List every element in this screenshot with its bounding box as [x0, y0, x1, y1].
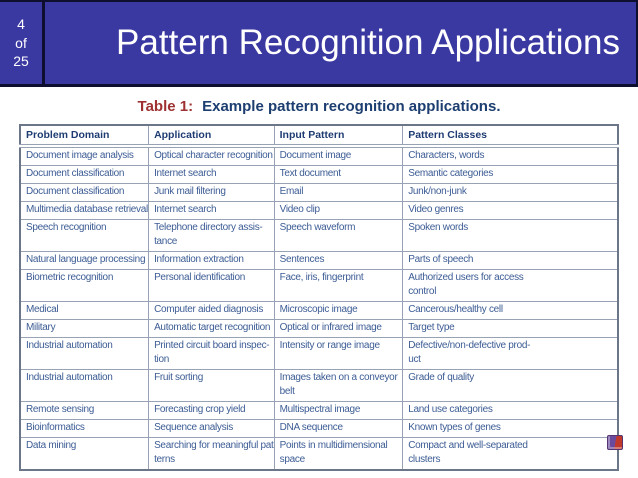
cell-pattern-classes: Cancerous/healthy cell: [402, 301, 619, 320]
cell-problem-domain: Industrial automation: [19, 369, 150, 402]
table-row: Document classification Internet search …: [19, 165, 619, 184]
cell-problem-domain: Industrial automation: [19, 337, 150, 370]
table-row: Medical Computer aided diagnosis Microsc…: [19, 301, 619, 320]
cell-input-pattern: Text document: [273, 165, 404, 184]
title-area: Pattern Recognition Applications: [45, 2, 636, 84]
cell-input-pattern: Intensity or range image: [273, 337, 404, 370]
table-row: Biometric recognition Personal identific…: [19, 269, 619, 302]
cell-pattern-classes: Defective/non-defective prod- uct: [402, 337, 619, 370]
cell-problem-domain: Document image analysis: [19, 145, 150, 166]
slide-title: Pattern Recognition Applications: [116, 23, 620, 62]
cell-application: Optical character recognition: [148, 145, 275, 166]
col-header-problem-domain: Problem Domain: [19, 124, 150, 148]
page-indicator: 4 of 25: [0, 2, 45, 84]
cell-problem-domain: Data mining: [19, 437, 150, 471]
cell-application: Fruit sorting: [148, 369, 275, 402]
cell-pattern-classes: Semantic categories: [402, 165, 619, 184]
cell-pattern-classes: Spoken words: [402, 219, 619, 252]
col-header-pattern-classes: Pattern Classes: [402, 124, 619, 148]
cell-input-pattern: Points in multidimensional space: [273, 437, 404, 471]
cell-pattern-classes: Video genres: [402, 201, 619, 220]
applications-table: Problem Domain Application Input Pattern…: [19, 124, 619, 471]
cell-problem-domain: Speech recognition: [19, 219, 150, 252]
cell-application: Automatic target recognition: [148, 319, 275, 338]
cell-input-pattern: Images taken on a conveyor belt: [273, 369, 404, 402]
table-row: Industrial automation Fruit sorting Imag…: [19, 369, 619, 402]
cell-pattern-classes: Known types of genes: [402, 419, 619, 438]
cell-application: Information extraction: [148, 251, 275, 270]
table-row: Military Automatic target recognition Op…: [19, 319, 619, 338]
table-row: Bioinformatics Sequence analysis DNA seq…: [19, 419, 619, 438]
cell-pattern-classes: Authorized users for access control: [402, 269, 619, 302]
cell-application: Internet search: [148, 201, 275, 220]
table-row: Natural language processing Information …: [19, 251, 619, 270]
cell-pattern-classes: Land use categories: [402, 401, 619, 420]
cell-pattern-classes: Compact and well-separated clusters: [402, 437, 619, 471]
cell-application: Telephone directory assis- tance: [148, 219, 275, 252]
table-caption: Table 1: Example pattern recognition appl…: [19, 98, 619, 115]
table-header-row: Problem Domain Application Input Pattern…: [19, 124, 619, 148]
cell-input-pattern: Document image: [273, 145, 404, 166]
col-header-input-pattern: Input Pattern: [273, 124, 404, 148]
caption-text: Example pattern recognition applications…: [202, 98, 501, 115]
cell-pattern-classes: Target type: [402, 319, 619, 338]
cell-problem-domain: Medical: [19, 301, 150, 320]
table-row: Document classification Junk mail filter…: [19, 183, 619, 202]
table-row: Document image analysis Optical characte…: [19, 145, 619, 166]
cell-application: Junk mail filtering: [148, 183, 275, 202]
cell-input-pattern: Microscopic image: [273, 301, 404, 320]
publisher-logo-icon: [607, 435, 623, 450]
cell-problem-domain: Remote sensing: [19, 401, 150, 420]
cell-pattern-classes: Grade of quality: [402, 369, 619, 402]
cell-application: Searching for meaningful pat- terns: [148, 437, 275, 471]
cell-input-pattern: Optical or infrared image: [273, 319, 404, 338]
cell-input-pattern: Speech waveform: [273, 219, 404, 252]
cell-problem-domain: Document classification: [19, 183, 150, 202]
cell-pattern-classes: Parts of speech: [402, 251, 619, 270]
page-total: 25: [13, 53, 29, 70]
cell-problem-domain: Multimedia database retrieval: [19, 201, 150, 220]
cell-problem-domain: Biometric recognition: [19, 269, 150, 302]
page-current: 4: [17, 16, 25, 33]
table-row: Multimedia database retrieval Internet s…: [19, 201, 619, 220]
cell-application: Printed circuit board inspec- tion: [148, 337, 275, 370]
table-row: Data mining Searching for meaningful pat…: [19, 437, 619, 471]
cell-input-pattern: Sentences: [273, 251, 404, 270]
table-row: Industrial automation Printed circuit bo…: [19, 337, 619, 370]
cell-input-pattern: Email: [273, 183, 404, 202]
cell-application: Computer aided diagnosis: [148, 301, 275, 320]
cell-application: Sequence analysis: [148, 419, 275, 438]
cell-problem-domain: Document classification: [19, 165, 150, 184]
cell-input-pattern: DNA sequence: [273, 419, 404, 438]
cell-problem-domain: Bioinformatics: [19, 419, 150, 438]
cell-pattern-classes: Junk/non-junk: [402, 183, 619, 202]
cell-problem-domain: Natural language processing: [19, 251, 150, 270]
cell-problem-domain: Military: [19, 319, 150, 338]
slide-header: 4 of 25 Pattern Recognition Applications: [0, 0, 638, 87]
cell-application: Personal identification: [148, 269, 275, 302]
table-row: Remote sensing Forecasting crop yield Mu…: [19, 401, 619, 420]
cell-input-pattern: Multispectral image: [273, 401, 404, 420]
cell-pattern-classes: Characters, words: [402, 145, 619, 166]
cell-input-pattern: Face, iris, fingerprint: [273, 269, 404, 302]
table-body: Document image analysis Optical characte…: [19, 145, 619, 471]
cell-application: Forecasting crop yield: [148, 401, 275, 420]
page-separator: of: [15, 34, 27, 51]
cell-application: Internet search: [148, 165, 275, 184]
cell-input-pattern: Video clip: [273, 201, 404, 220]
caption-label: Table 1:: [137, 98, 194, 115]
table-row: Speech recognition Telephone directory a…: [19, 219, 619, 252]
col-header-application: Application: [148, 124, 275, 148]
